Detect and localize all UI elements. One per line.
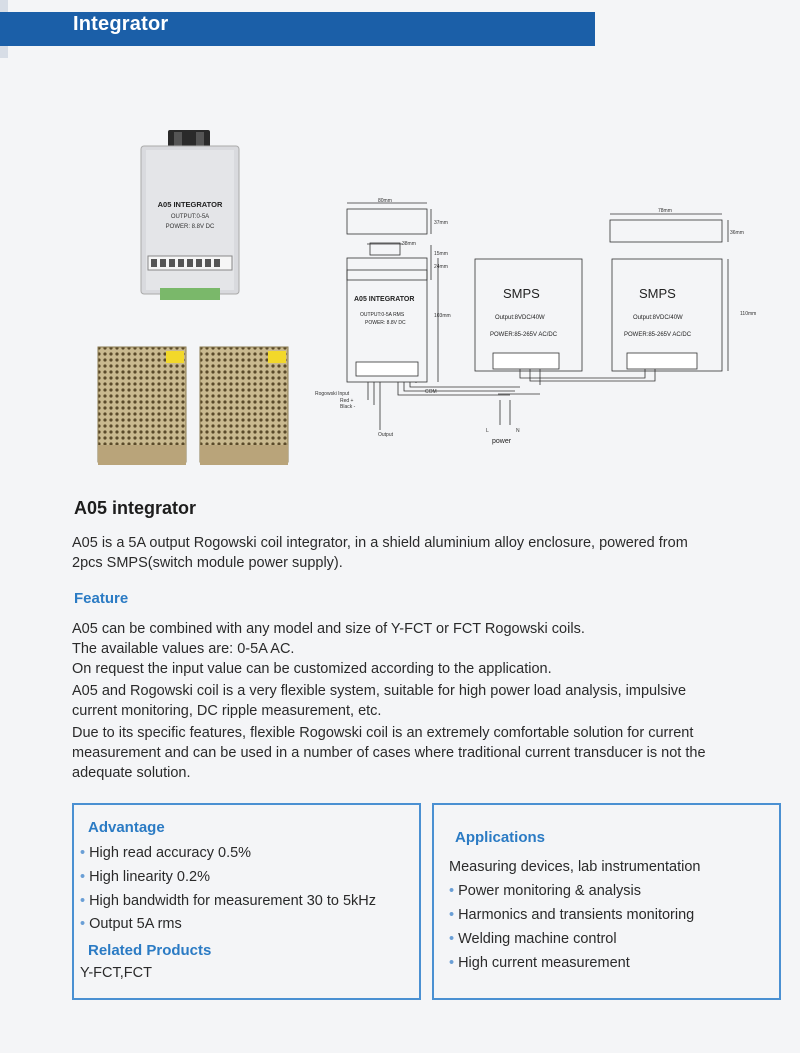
dim-width-top: 80mm (378, 198, 392, 204)
bullet-icon: • (449, 907, 455, 923)
feature-line: A05 and Rogowski coil is a very flexible… (72, 683, 687, 699)
photo-device-power: POWER: 8.8V DC (165, 224, 215, 230)
dim-24: 24mm (434, 264, 448, 270)
bullet-icon: • (80, 869, 86, 885)
integrator-output: OUTPUT:0-5A RMS (360, 312, 405, 318)
black-label: Black - (340, 404, 356, 410)
feature-heading: Feature (74, 590, 129, 607)
output-label: Output (378, 432, 394, 438)
l-label: L (486, 428, 489, 434)
product-description-line-2: 2pcs SMPS(switch module power supply). (72, 555, 343, 571)
integrator-photo: A05 INTEGRATOR OUTPUT:0-5A POWER: 8.8V D… (138, 128, 243, 303)
bullet-icon: • (449, 931, 455, 947)
dim-depth-right: 36mm (730, 230, 744, 236)
bullet-icon: • (449, 883, 455, 899)
advantage-box (72, 803, 421, 1000)
application-item: •Welding machine control (449, 931, 617, 947)
related-products-heading: Related Products (88, 942, 212, 959)
advantage-item: •High read accuracy 0.5% (80, 845, 252, 861)
integrator-name: A05 INTEGRATOR (354, 296, 414, 303)
banner-bar (0, 12, 595, 46)
smps1-power: POWER:85-265V AC/DC (490, 332, 558, 338)
header-banner: Integrator (0, 0, 800, 58)
application-item: •High current measurement (449, 955, 630, 971)
smps2-output: Output:8VDC/40W (633, 315, 683, 321)
feature-line: A05 can be combined with any model and s… (72, 621, 585, 637)
advantage-item: •Output 5A rms (80, 916, 182, 932)
product-title: A05 integrator (74, 498, 197, 518)
application-item: •Harmonics and transients monitoring (449, 907, 695, 923)
applications-box (432, 803, 781, 1000)
integrator-power: POWER: 8.8V DC (365, 320, 406, 326)
dim-width-right: 78mm (658, 208, 672, 214)
product-description-line-1: A05 is a 5A output Rogowski coil integra… (72, 535, 688, 551)
bullet-icon: • (80, 845, 86, 861)
advantage-item: •High linearity 0.2% (80, 869, 210, 885)
bullet-icon: • (80, 893, 86, 909)
smps2-power: POWER:85-265V AC/DC (624, 332, 692, 338)
dim-15: 15mm (434, 251, 448, 257)
advantage-heading: Advantage (88, 819, 165, 836)
photo-device-output: OUTPUT:0-5A (170, 214, 210, 220)
dim-depth-top: 37mm (434, 220, 448, 226)
dim-103: 103mm (434, 313, 451, 319)
feature-line: measurement and can be used in a number … (72, 745, 706, 761)
wiring-diagram: 80mm 37mm 38mm 15mm 24mm 103mm 78mm 36mm… (315, 198, 756, 445)
application-item: •Power monitoring & analysis (449, 883, 642, 899)
smps2-title: SMPS (639, 286, 676, 301)
photo-device-name: A05 INTEGRATOR (157, 200, 223, 209)
page-title: Integrator (73, 13, 169, 35)
red-label: Red + (340, 398, 354, 404)
power-label: power (492, 438, 512, 445)
smps1-output: Output:8VDC/40W (495, 315, 545, 321)
rogowski-input-label: Rogowski Input (315, 391, 350, 397)
advantage-item: •High bandwidth for measurement 30 to 5k… (80, 893, 377, 909)
dim-110: 110mm (740, 311, 756, 317)
feature-line: On request the input value can be custom… (72, 661, 552, 677)
com-label: COM (425, 389, 437, 395)
feature-line: Due to its specific features, flexible R… (72, 725, 694, 741)
feature-line: current monitoring, DC ripple measuremen… (72, 703, 382, 719)
feature-line: adequate solution. (72, 765, 191, 781)
applications-intro: Measuring devices, lab instrumentation (449, 859, 701, 875)
dim-connector: 38mm (402, 241, 416, 247)
smps-photo (96, 345, 291, 470)
bullet-icon: • (449, 955, 455, 971)
n-label: N (516, 428, 520, 434)
related-products-text: Y-FCT,FCT (80, 965, 152, 981)
smps1-title: SMPS (503, 286, 540, 301)
feature-line: The available values are: 0-5A AC. (72, 641, 295, 657)
applications-heading: Applications (455, 829, 546, 846)
bullet-icon: • (80, 916, 86, 932)
